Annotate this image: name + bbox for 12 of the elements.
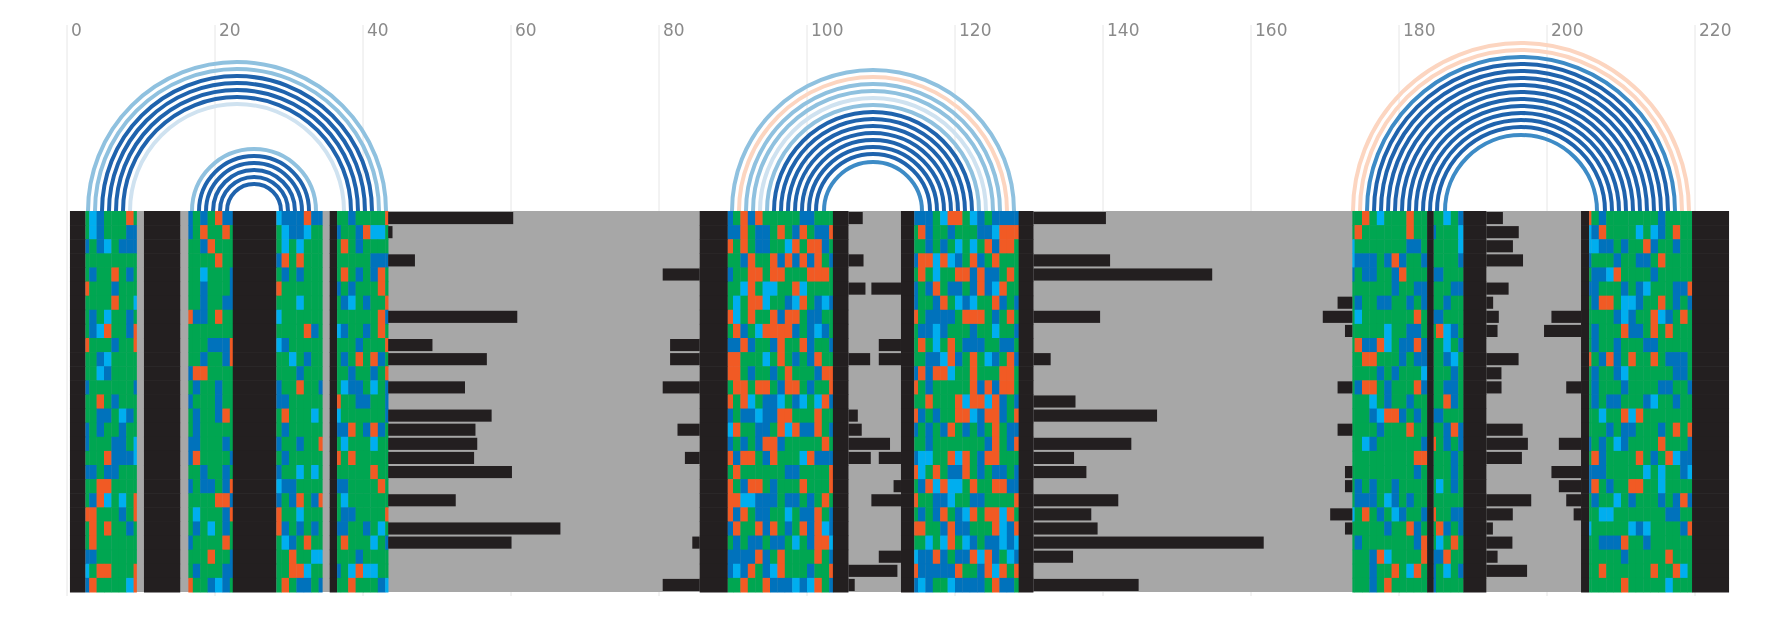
axis-tick-label: 20 bbox=[219, 22, 241, 39]
axis-tick-label: 100 bbox=[811, 22, 844, 39]
axis-tick-label: 180 bbox=[1403, 22, 1436, 39]
axis-tick-label: 0 bbox=[71, 22, 82, 39]
axis-tick-label: 160 bbox=[1255, 22, 1288, 39]
axis-tick-label: 140 bbox=[1107, 22, 1140, 39]
axis-tick-label: 120 bbox=[959, 22, 992, 39]
axis-tick-label: 220 bbox=[1699, 22, 1732, 39]
axis-tick-label: 200 bbox=[1551, 22, 1584, 39]
axis-tick-label: 40 bbox=[367, 22, 389, 39]
axis-tick-label: 60 bbox=[515, 22, 537, 39]
axis-tick-label: 80 bbox=[663, 22, 685, 39]
